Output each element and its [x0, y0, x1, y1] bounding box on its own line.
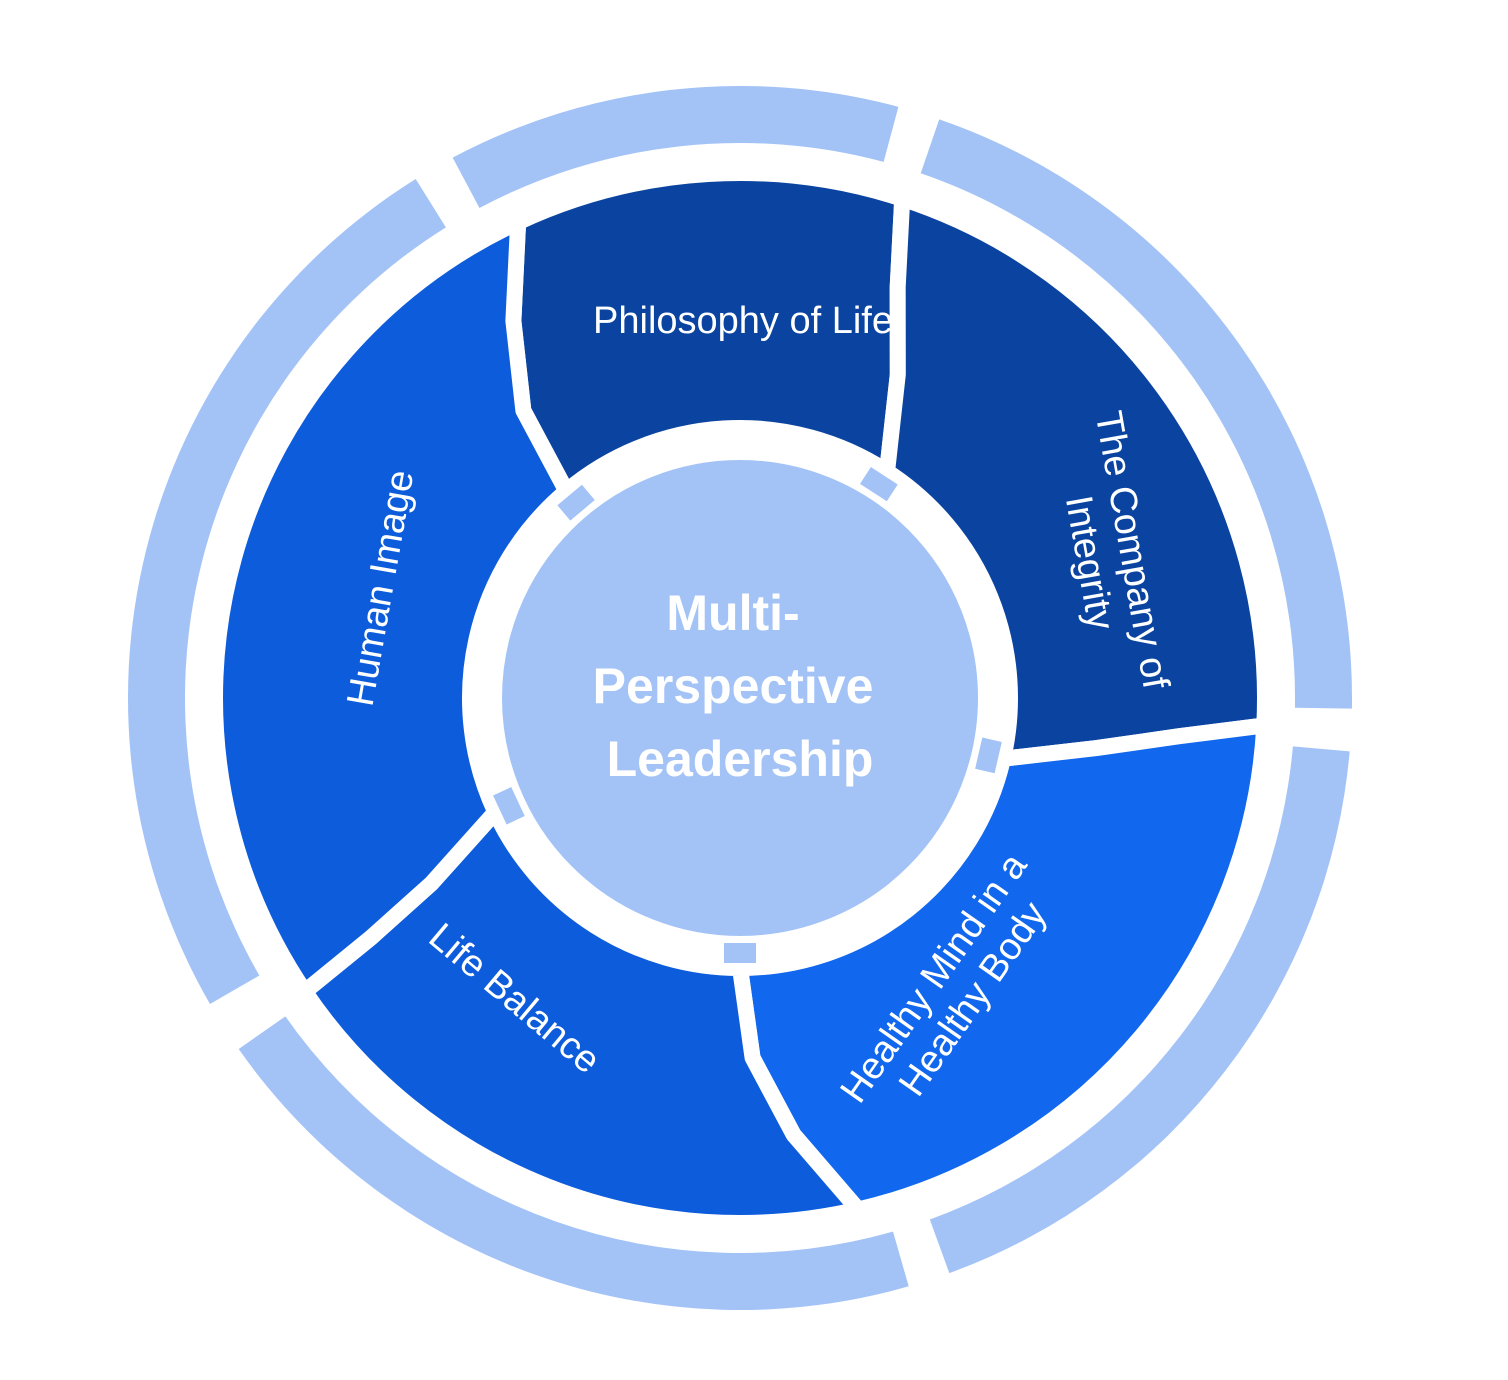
outer-ring: [127, 85, 1353, 1310]
outer-ring-segment: [452, 85, 899, 208]
outer-ring-segment: [920, 119, 1353, 709]
connectors: [493, 467, 1002, 963]
segment-human: [207, 214, 575, 1000]
connector-block: [860, 467, 898, 502]
connector-block: [557, 484, 595, 521]
segments-ring: [207, 165, 1273, 1231]
center-circle: [498, 456, 982, 940]
segment-company: [879, 190, 1273, 767]
outer-ring-segment: [238, 1016, 909, 1310]
connector-block: [493, 787, 525, 825]
segment-healthy: [732, 717, 1273, 1218]
connector-block: [975, 737, 1002, 774]
outer-ring-segment: [929, 746, 1350, 1274]
segment-label-philosophy: Philosophy of Life: [593, 300, 893, 342]
connector-block: [724, 943, 756, 963]
outer-ring-segment: [127, 178, 446, 1005]
segment-balance: [296, 804, 867, 1231]
center-title: Multi- Perspective Leadership: [593, 585, 888, 787]
